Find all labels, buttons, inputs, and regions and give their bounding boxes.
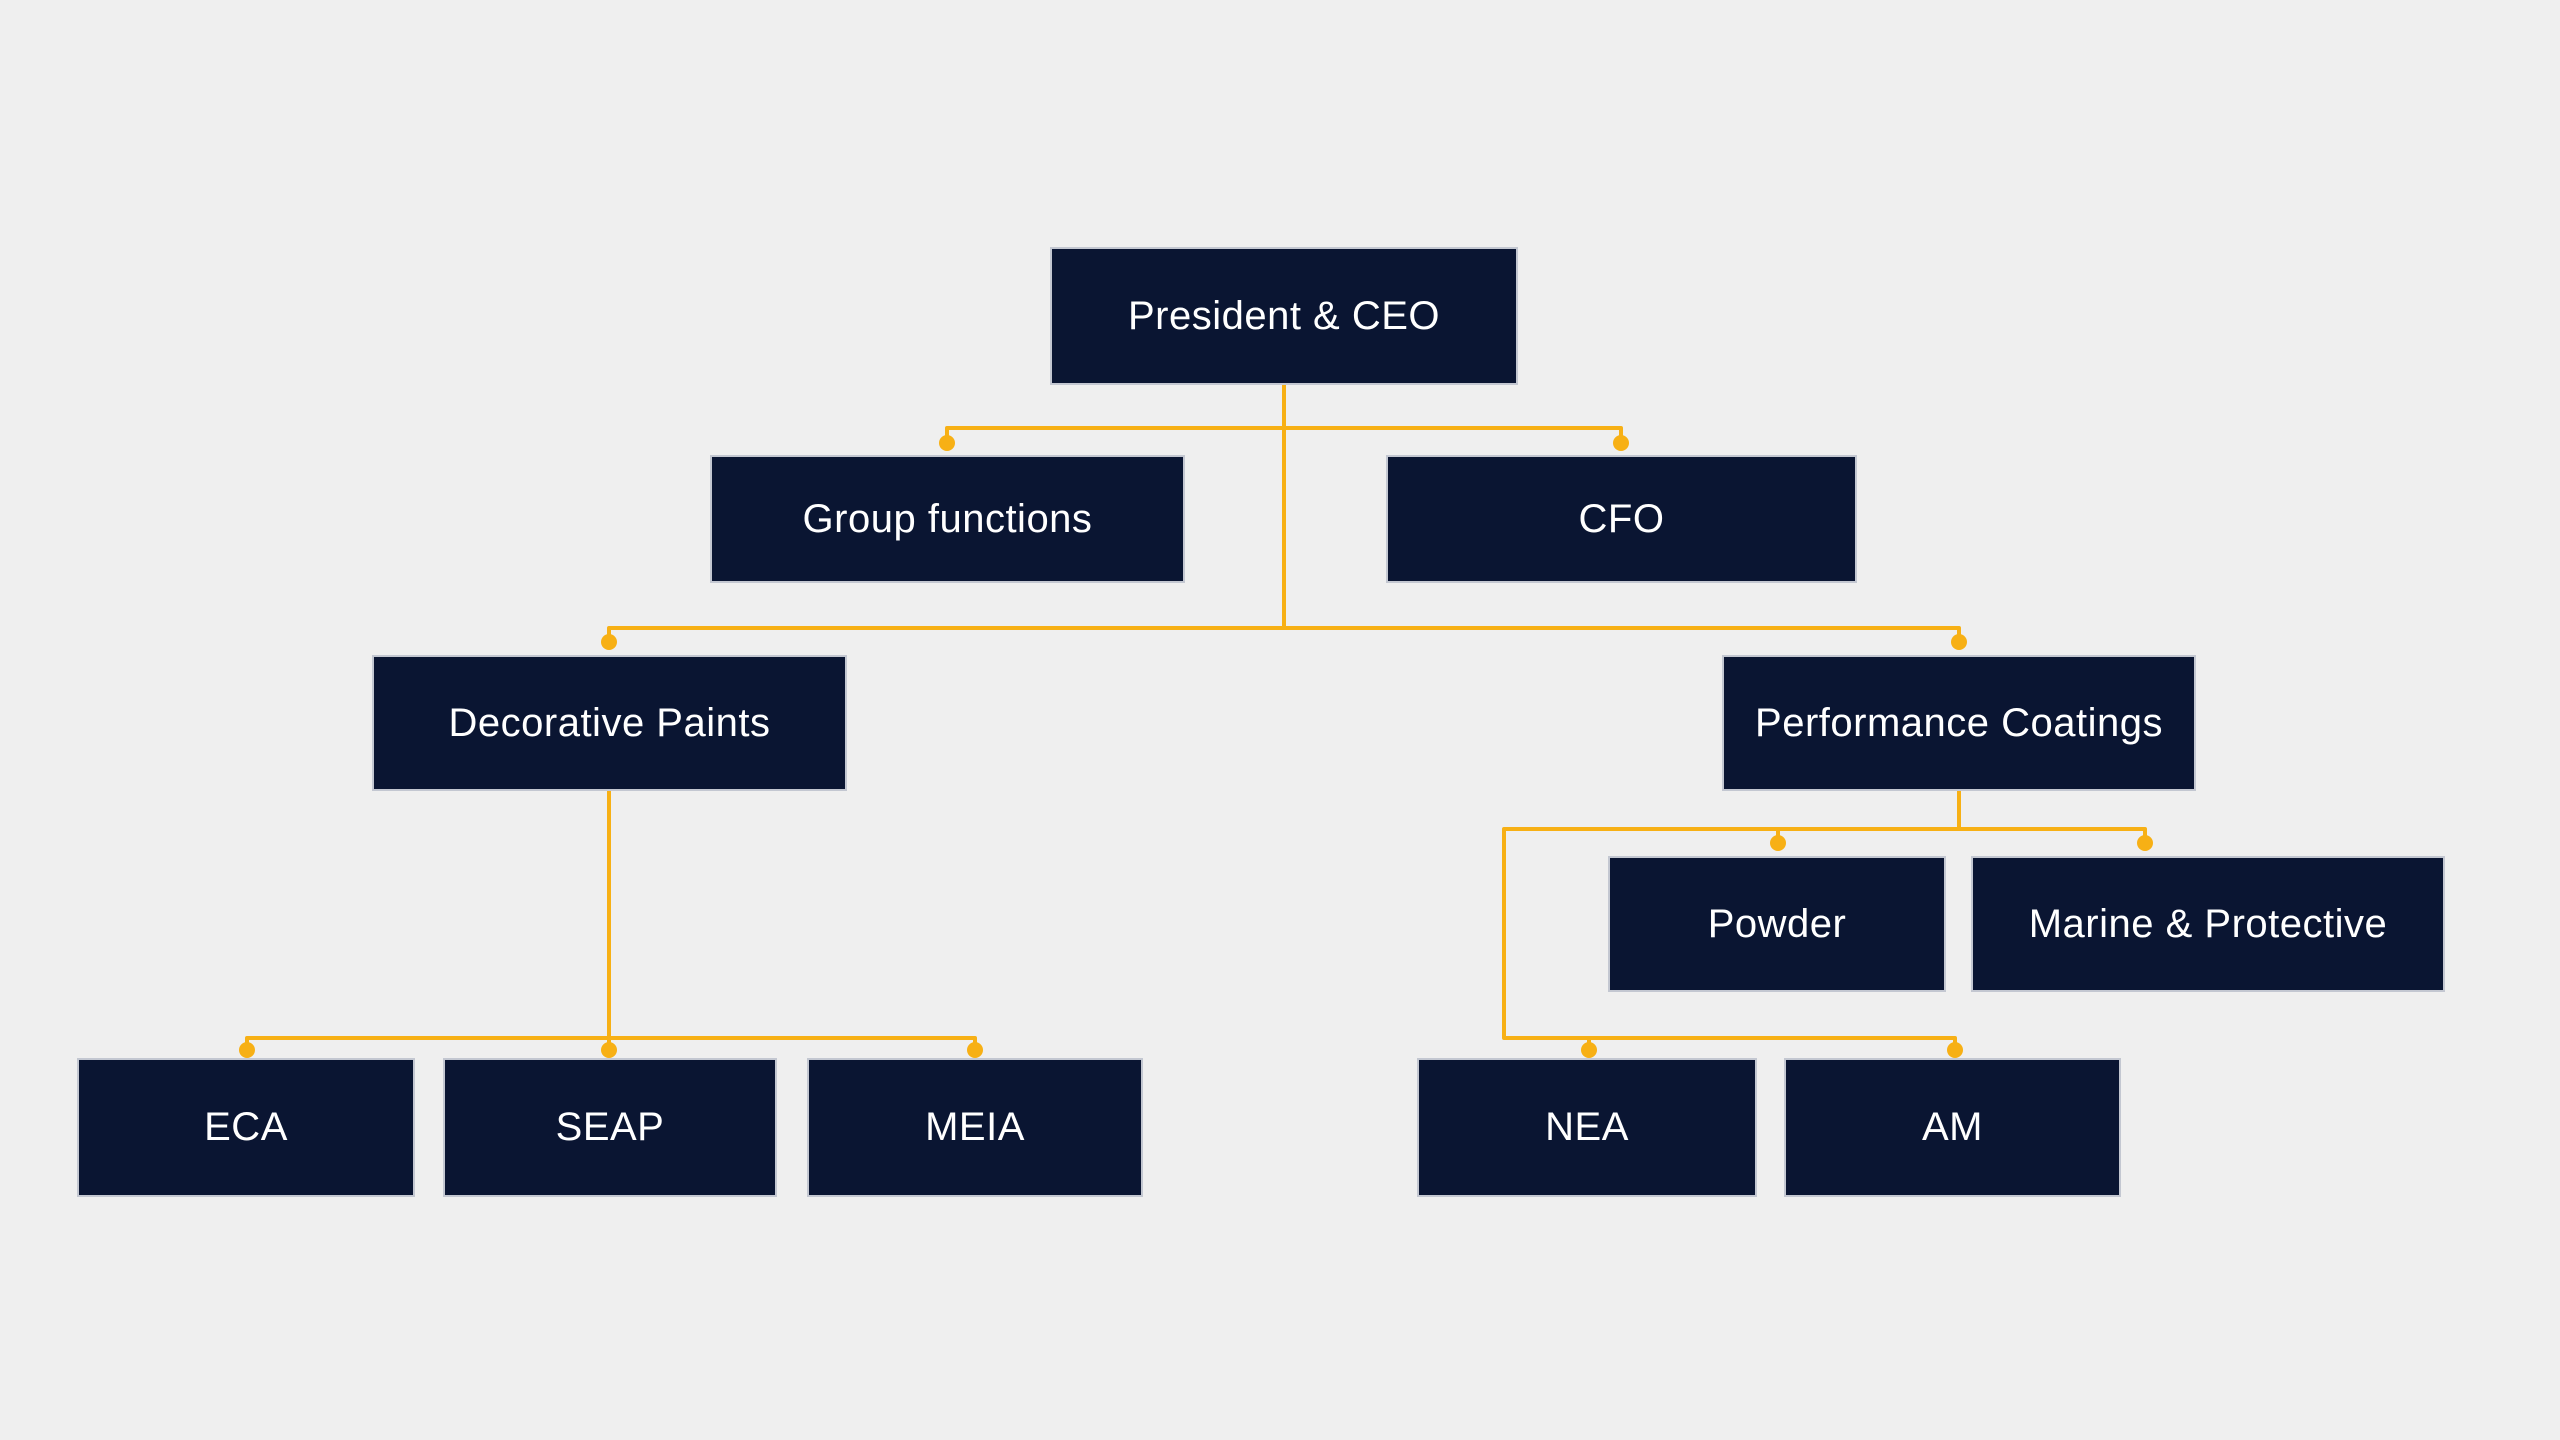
- connector-level3-rail: [607, 626, 1961, 641]
- connector-dot-performance-coatings: [1951, 634, 1967, 650]
- org-node-president-ceo-label: President & CEO: [1127, 293, 1441, 338]
- org-node-eca: ECA: [77, 1058, 415, 1197]
- connector-dot-decorative-paints: [601, 634, 617, 650]
- org-node-performance-coatings: Performance Coatings: [1722, 655, 2196, 791]
- connector-dot-seap: [601, 1042, 617, 1058]
- connector-level2-rail: [945, 426, 1623, 441]
- org-node-meia: MEIA: [807, 1058, 1143, 1197]
- org-node-performance-coatings-label: Performance Coatings: [1755, 700, 2163, 745]
- org-node-am: AM: [1784, 1058, 2121, 1197]
- org-node-nea: NEA: [1417, 1058, 1757, 1197]
- org-node-group-functions-label: Group functions: [802, 496, 1093, 541]
- connector-dot-powder: [1770, 835, 1786, 851]
- org-node-am-label: AM: [1922, 1105, 1983, 1149]
- org-node-powder-label: Powder: [1707, 901, 1847, 946]
- org-node-seap: SEAP: [443, 1058, 777, 1197]
- connector-dot-meia: [967, 1042, 983, 1058]
- connector-dot-group-functions: [939, 435, 955, 451]
- org-node-decorative-paints-label: Decorative Paints: [448, 700, 771, 745]
- org-node-meia-label: MEIA: [925, 1105, 1025, 1149]
- org-node-eca-label: ECA: [204, 1105, 288, 1149]
- org-node-cfo: CFO: [1386, 455, 1857, 583]
- connector-dot-nea: [1581, 1042, 1597, 1058]
- connector-dot-eca: [239, 1042, 255, 1058]
- org-node-nea-label: NEA: [1545, 1105, 1629, 1149]
- connector-dot-am: [1947, 1042, 1963, 1058]
- org-node-decorative-paints: Decorative Paints: [372, 655, 847, 791]
- org-node-marine-protective: Marine & Protective: [1971, 856, 2445, 992]
- org-node-seap-label: SEAP: [555, 1105, 665, 1149]
- org-node-group-functions: Group functions: [710, 455, 1185, 583]
- connector-pc-rail: [1502, 827, 2147, 1049]
- org-node-marine-protective-label: Marine & Protective: [2028, 901, 2388, 946]
- connector-dot-cfo: [1613, 435, 1629, 451]
- connector-dot-marine-protective: [2137, 835, 2153, 851]
- org-node-president-ceo: President & CEO: [1050, 247, 1518, 385]
- org-node-cfo-label: CFO: [1578, 496, 1665, 541]
- org-node-powder: Powder: [1608, 856, 1946, 992]
